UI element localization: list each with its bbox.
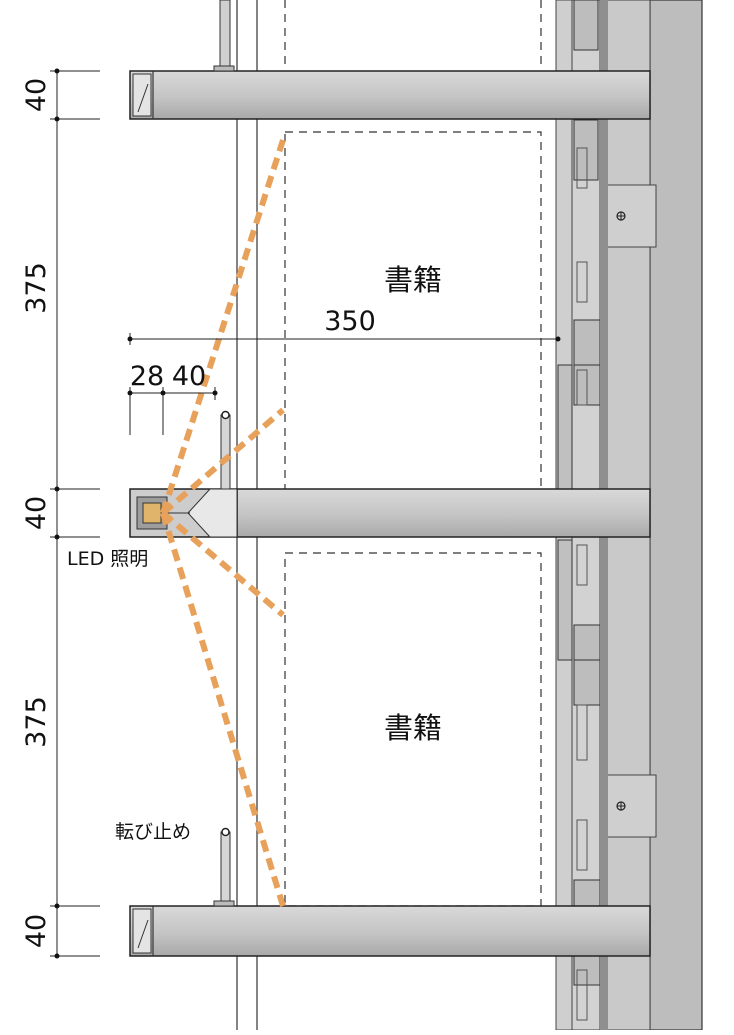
- book-outlines: [284, 0, 542, 907]
- horizontal-dimensions: [129, 333, 558, 435]
- dim-bottom-shelf: 40: [21, 914, 52, 948]
- dim-shelf-depth: 350: [324, 306, 376, 337]
- dim-led-width: 40: [172, 361, 206, 392]
- dim-upper-gap: 375: [21, 262, 52, 314]
- batten-block: [573, 319, 601, 366]
- label-books-lower: 書籍: [384, 711, 442, 745]
- dimension-ticks: [54, 68, 60, 959]
- dim-led-offset: 28: [130, 361, 164, 392]
- label-books-upper: 書籍: [384, 263, 442, 297]
- top-shelf: [129, 70, 651, 120]
- shelf-rail: [557, 364, 573, 491]
- label-anti-fall-stop: 転び止め: [115, 821, 191, 843]
- middle-shelf: [129, 488, 651, 538]
- led-bulb: [142, 502, 162, 524]
- label-led-lighting: LED 照明: [67, 548, 148, 570]
- batten-block: [573, 119, 599, 181]
- batten-block: [573, 624, 601, 661]
- books-lower-outline: [284, 552, 542, 907]
- batten-block: [573, 659, 601, 706]
- dim-middle-shelf: 40: [21, 496, 52, 530]
- wall-bracket: [599, 774, 657, 838]
- outer-wall: [649, 0, 703, 1031]
- bottom-shelf: [129, 905, 651, 957]
- vertical-dimensions: [50, 70, 100, 957]
- led-light-beams: [160, 139, 286, 907]
- batten-block: [573, 0, 599, 51]
- shelf-rail: [557, 539, 573, 661]
- horizontal-dimension-ticks: [127, 336, 561, 396]
- dim-lower-gap: 375: [21, 696, 52, 748]
- dim-top-shelf: 40: [21, 78, 52, 112]
- anti-fall-stop-posts: [213, 0, 235, 907]
- wall-bracket: [599, 184, 657, 248]
